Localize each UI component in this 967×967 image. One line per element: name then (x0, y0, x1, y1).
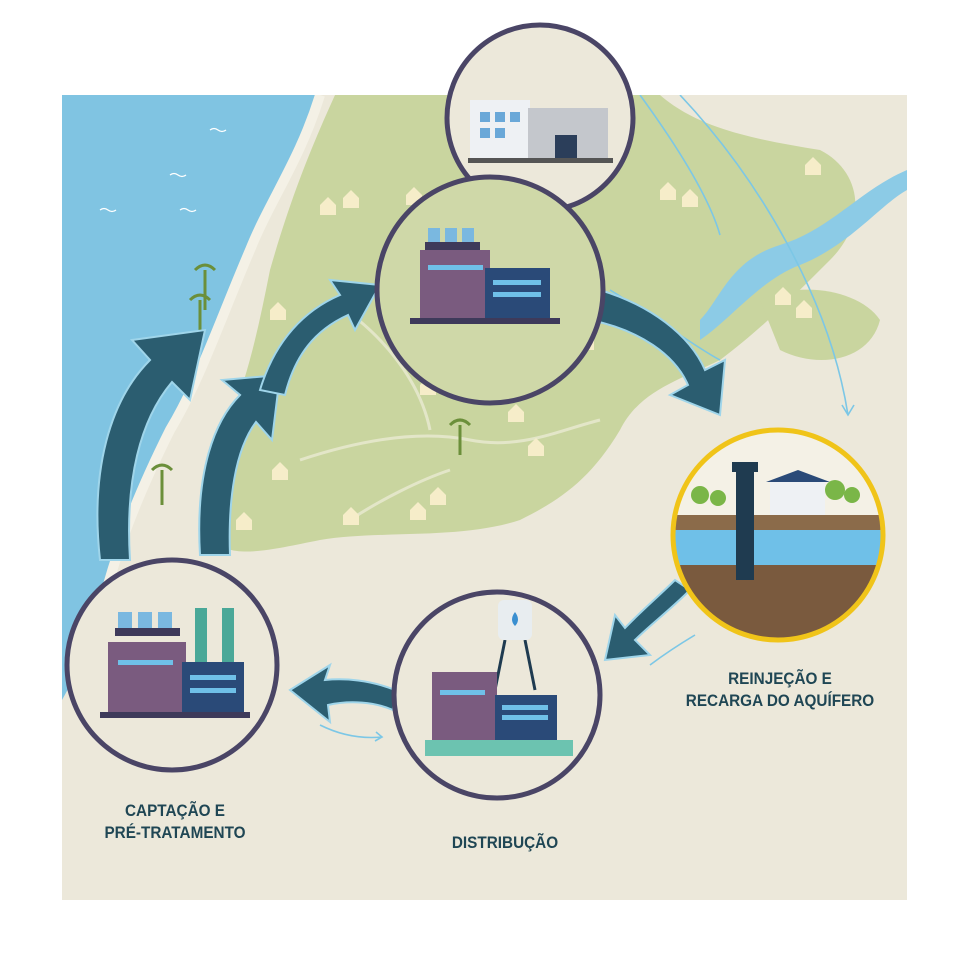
stage-top-industry (444, 22, 636, 214)
label-recharge-line2: RECARGA DO AQUÍFERO (685, 691, 875, 710)
sea (62, 95, 320, 700)
label-capture-line1: CAPTAÇÃO E (124, 801, 226, 820)
arrow-to-capture (288, 662, 397, 725)
stage-capture (64, 557, 280, 773)
land-island (760, 289, 880, 360)
label-distribution-line1: DISTRIBUÇÃO (451, 833, 559, 852)
sea-waves (99, 127, 227, 213)
flow-arrowhead-icon (841, 404, 855, 417)
return-flow-line (649, 634, 696, 666)
label-capture-line2: PRÉ-TRATAMENTO (104, 823, 246, 842)
stage-aquifer-recharge (670, 427, 886, 643)
arrow-capture-up-outer (96, 328, 207, 561)
arrow-to-recharge (588, 288, 727, 417)
label-distribution: DISTRIBUÇÃO (415, 832, 595, 854)
arrow-capture-up-inner (198, 373, 282, 556)
return-flow-arrow-icon (319, 724, 384, 742)
label-capture: CAPTAÇÃO E PRÉ-TRATAMENTO (85, 800, 265, 844)
river (700, 170, 907, 340)
palm-trees (150, 263, 472, 505)
stage-distribution (391, 589, 603, 801)
flow-arrows (96, 278, 727, 725)
water-drop-icon (512, 612, 518, 626)
arrow-to-distribution (603, 578, 692, 662)
stage-treatment-plant (374, 174, 606, 406)
label-recharge: REINJEÇÃO E RECARGA DO AQUÍFERO (668, 668, 893, 712)
label-recharge-line1: REINJEÇÃO E (728, 669, 832, 688)
